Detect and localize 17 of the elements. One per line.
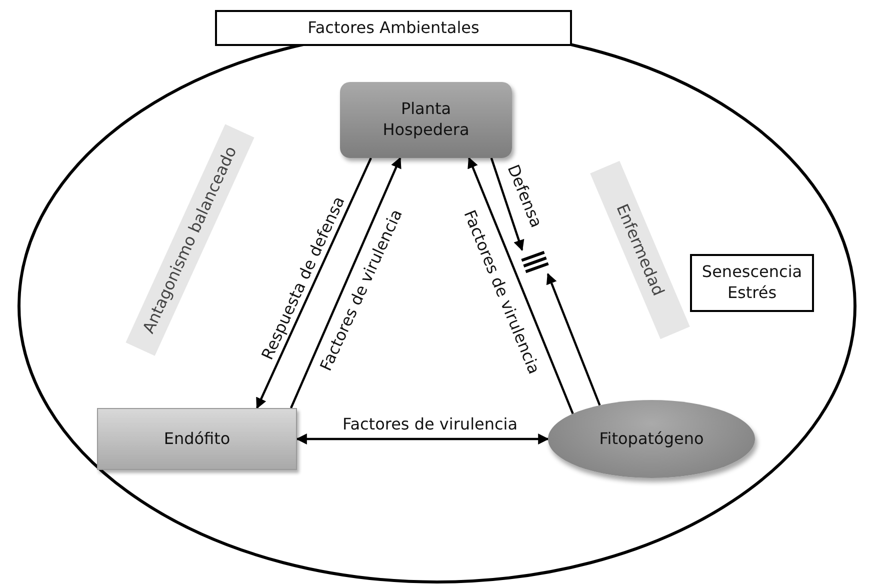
factor-box [690, 254, 814, 312]
node-label: Senescencia Estrés [700, 262, 804, 304]
block-symbol [520, 250, 550, 274]
host-box [340, 82, 512, 158]
arrow [490, 158, 524, 252]
node-label: Fitopatógeno [598, 428, 705, 450]
node-label: Planta Hospedera [382, 99, 470, 141]
node-label: Endófito [162, 428, 232, 450]
arrow [296, 434, 550, 444]
factor-box [215, 10, 572, 46]
endophyte-box [97, 408, 297, 470]
edge-label: Factores de virulencia [342, 414, 518, 434]
arrow [468, 156, 574, 414]
arrow [256, 158, 372, 409]
arrow [546, 272, 601, 406]
node-label: Factores Ambientales [306, 18, 480, 38]
arrow [290, 157, 402, 408]
